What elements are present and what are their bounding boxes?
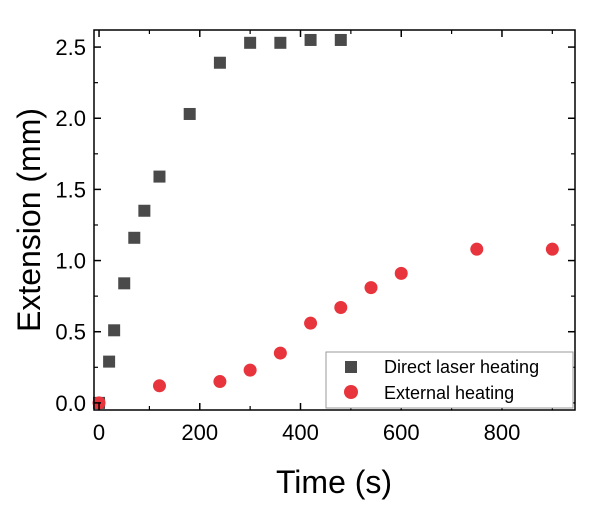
data-markers: [92, 33, 559, 410]
data-point-square: [244, 36, 257, 49]
data-point-circle: [273, 346, 287, 360]
data-point-circle: [545, 242, 559, 256]
data-point-circle: [364, 281, 378, 295]
data-point-square: [153, 170, 166, 183]
data-point-square: [138, 204, 151, 217]
data-point-circle: [470, 242, 484, 256]
data-point-circle: [394, 266, 408, 280]
data-point-circle: [304, 316, 318, 330]
plot-frame: [93, 29, 576, 411]
y-axis-title: Extension (mm): [11, 108, 47, 332]
y-tick-label: 1.5: [55, 177, 86, 202]
x-tick-label: 800: [484, 420, 521, 445]
data-point-circle: [152, 379, 166, 393]
x-tick-label: 200: [181, 420, 218, 445]
data-point-square: [274, 36, 287, 49]
data-point-square: [128, 231, 141, 244]
data-point-square: [108, 324, 121, 337]
x-tick-label: 400: [282, 420, 319, 445]
data-point-square: [118, 277, 131, 290]
legend-box: [325, 351, 574, 409]
series-1: [93, 33, 347, 409]
y-tick-label: 2.0: [55, 106, 86, 131]
data-point-circle: [243, 363, 257, 377]
x-tick-label: 0: [93, 420, 105, 445]
data-point-circle: [334, 301, 348, 315]
x-tick-labels: 0 200 400 600 800: [93, 420, 520, 445]
legend-label-direct-laser-heating: Direct laser heating: [384, 357, 539, 377]
y-tick-label: 1.0: [55, 249, 86, 274]
y-tick-label: 0.5: [55, 320, 86, 345]
data-point-square: [103, 355, 116, 368]
data-point-square: [304, 33, 317, 46]
data-point-square: [183, 107, 196, 120]
legend-marker-external-heating: [344, 385, 358, 399]
y-tick-label: 2.5: [55, 35, 86, 60]
legend-marker-direct-laser-heating: [345, 361, 357, 373]
x-axis-title: Time (s): [276, 464, 392, 500]
data-point-square: [213, 56, 226, 69]
series-2: [92, 242, 559, 410]
y-tick-labels: 0.0 0.5 1.0 1.5 2.0 2.5: [55, 35, 86, 416]
data-point-square: [334, 33, 347, 46]
y-tick-label: 0.0: [55, 391, 86, 416]
x-tick-label: 600: [383, 420, 420, 445]
data-point-circle: [213, 375, 227, 389]
legend-label-external-heating: External heating: [384, 383, 514, 403]
legend: Direct laser heating External heating: [325, 351, 574, 409]
